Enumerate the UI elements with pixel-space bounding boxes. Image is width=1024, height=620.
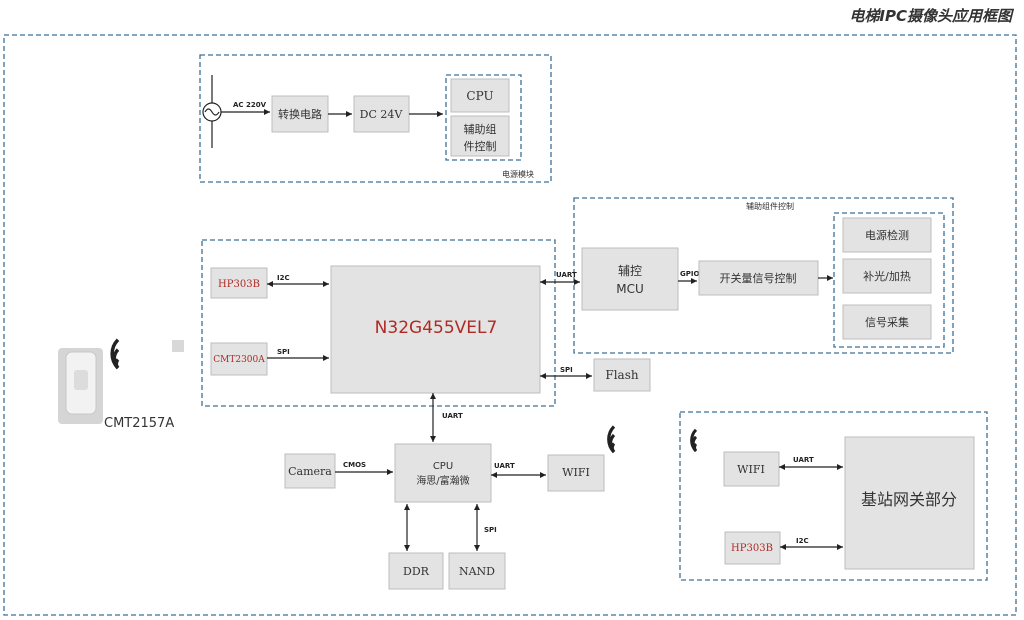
device-wifi-icon bbox=[110, 338, 120, 370]
aux-mcu-label-1: 辅控 bbox=[618, 264, 642, 278]
cmt2300a-label: CMT2300A bbox=[213, 355, 265, 365]
flash-box bbox=[593, 358, 651, 392]
cpu-box bbox=[394, 443, 492, 503]
converter-box bbox=[271, 95, 329, 133]
gateway-frame bbox=[679, 411, 988, 581]
gateway-wifi-box bbox=[723, 451, 780, 487]
dc24-box bbox=[353, 95, 410, 133]
aux-control-label: 辅助组件控制 bbox=[746, 201, 794, 211]
spi-flash-label: SPI bbox=[560, 366, 573, 374]
gateway-wifi-icon bbox=[690, 428, 698, 453]
switch-signal-label: 开关量信号控制 bbox=[720, 271, 797, 285]
diagram-title: 电梯IPC摄像头应用框图 bbox=[849, 7, 1015, 25]
nand-box bbox=[448, 552, 506, 590]
wifi-box bbox=[547, 454, 605, 492]
power-detect-label: 电源检测 bbox=[865, 228, 909, 242]
uart-cpu-label: UART bbox=[442, 412, 463, 420]
flash-label: Flash bbox=[605, 368, 638, 382]
spi-nand-label: SPI bbox=[484, 526, 497, 534]
hp303b-box bbox=[210, 267, 268, 299]
outer-frame bbox=[3, 34, 1017, 616]
power-module-frame bbox=[199, 54, 552, 183]
uart-wifi-label: UART bbox=[494, 462, 515, 470]
cpu-wifi-icon bbox=[607, 425, 616, 454]
signal-collect-label: 信号采集 bbox=[865, 315, 909, 329]
power-aux-label-1: 辅助组 bbox=[464, 122, 497, 136]
converter-label: 转换电路 bbox=[278, 107, 322, 121]
ddr-label: DDR bbox=[403, 565, 430, 578]
main-mcu-frame bbox=[201, 239, 556, 407]
cpu-label-2: 海思/富瀚微 bbox=[416, 474, 469, 487]
hp303b-label: HP303B bbox=[218, 279, 260, 290]
ac-label: AC 220V bbox=[233, 101, 267, 109]
gateway-box bbox=[844, 436, 975, 570]
light-heat-label: 补光/加热 bbox=[863, 269, 911, 283]
aux-mcu-box bbox=[581, 247, 679, 311]
n32-chip-label: N32G455VEL7 bbox=[375, 318, 498, 338]
power-module-label: 电源模块 bbox=[502, 169, 534, 179]
aux-right-frame bbox=[833, 212, 945, 348]
dc24-label: DC 24V bbox=[360, 108, 404, 121]
ddr-box bbox=[388, 552, 444, 590]
cmos-label: CMOS bbox=[343, 461, 366, 469]
gateway-i2c-label: I2C bbox=[796, 537, 809, 545]
cpu-label-1: CPU bbox=[433, 461, 453, 472]
spi-label: SPI bbox=[277, 348, 290, 356]
power-aux-label-2: 件控制 bbox=[464, 139, 497, 153]
i2c-label: I2C bbox=[277, 274, 290, 282]
gpio-label: GPIO bbox=[680, 270, 699, 278]
cmt2300a-box bbox=[210, 342, 268, 376]
gateway-hp303b-box bbox=[724, 531, 781, 565]
camera-box bbox=[284, 453, 336, 489]
n32-chip-box bbox=[330, 265, 541, 394]
blur-mark bbox=[172, 340, 184, 352]
gateway-label: 基站网关部分 bbox=[861, 490, 957, 509]
wifi-label: WIFI bbox=[562, 466, 590, 479]
switch-signal-box bbox=[698, 260, 819, 296]
uart-mcu-label: UART bbox=[556, 271, 577, 279]
power-aux-box bbox=[450, 115, 510, 157]
power-cpu-label: CPU bbox=[466, 89, 493, 103]
power-detect-box bbox=[842, 217, 932, 253]
aux-control-frame bbox=[573, 197, 954, 354]
camera-label: Camera bbox=[288, 465, 332, 478]
gateway-wifi-label: WIFI bbox=[737, 463, 765, 476]
gateway-uart-label: UART bbox=[793, 456, 814, 464]
aux-mcu-label-2: MCU bbox=[616, 282, 644, 296]
signal-collect-box bbox=[842, 304, 932, 340]
device-label: CMT2157A bbox=[104, 416, 174, 431]
light-heat-box bbox=[842, 258, 932, 294]
gateway-hp303b-label: HP303B bbox=[731, 543, 773, 554]
nand-label: NAND bbox=[459, 565, 495, 578]
power-cpu-box bbox=[450, 78, 510, 113]
